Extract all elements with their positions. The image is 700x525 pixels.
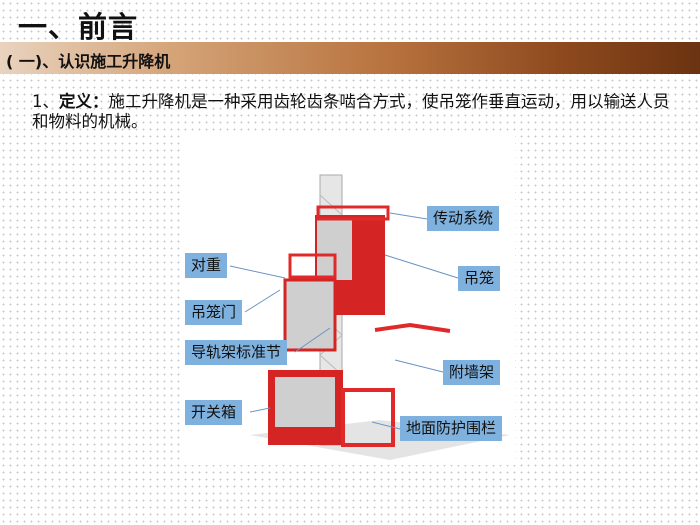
section-header-bar: ( 一)、认识施工升降机 — [0, 42, 700, 74]
label-cage-door: 吊笼门 — [185, 300, 243, 325]
section-title: ( 一)、认识施工升降机 — [6, 52, 171, 71]
label-counterweight: 对重 — [185, 253, 228, 278]
label-switch-box: 开关箱 — [185, 400, 243, 425]
label-drive-system: 传动系统 — [427, 206, 500, 231]
definition-term: 定义： — [59, 92, 109, 111]
definition-text: 1、定义：施工升降机是一种采用齿轮齿条啮合方式，使吊笼作垂直运动，用以输送人员和… — [32, 92, 672, 132]
page-title: 一、前言 — [18, 10, 139, 44]
label-mast-section: 导轨架标准节 — [185, 340, 288, 365]
definition-number: 1、 — [32, 92, 59, 111]
label-wall-tie: 附墙架 — [443, 360, 501, 385]
label-ground-fence: 地面防护围栏 — [400, 416, 503, 441]
definition-body: 施工升降机是一种采用齿轮齿条啮合方式，使吊笼作垂直运动，用以输送人员和物料的机械… — [32, 92, 670, 131]
label-cage: 吊笼 — [458, 266, 501, 291]
construction-hoist-drawing — [250, 174, 510, 460]
